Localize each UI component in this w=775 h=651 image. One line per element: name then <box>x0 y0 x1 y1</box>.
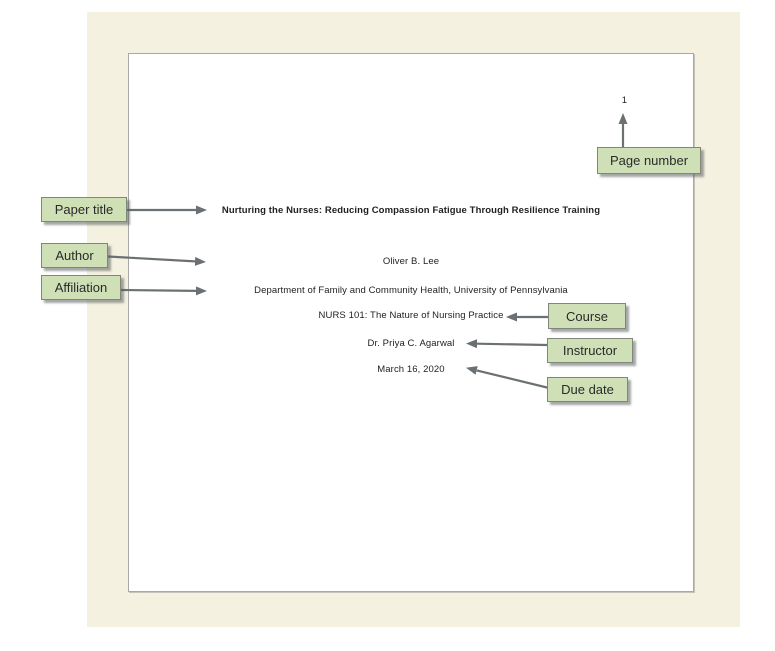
author-text: Oliver B. Lee <box>382 256 440 267</box>
due-date-callout: Due date <box>547 377 628 402</box>
author-callout-label: Author <box>55 248 94 263</box>
instructor-text: Dr. Priya C. Agarwal <box>367 338 455 349</box>
course-callout: Course <box>548 303 626 329</box>
due-date-callout-label: Due date <box>561 382 614 397</box>
instructor-callout-label: Instructor <box>562 343 618 358</box>
page-number-callout-label: Page number <box>609 153 689 168</box>
affiliation-callout-label: Affiliation <box>54 280 108 295</box>
author-callout: Author <box>41 243 108 268</box>
instructor-callout: Instructor <box>547 338 633 363</box>
paper-title-callout-label: Paper title <box>54 202 114 217</box>
paper-title-text: Nurturing the Nurses: Reducing Compassio… <box>221 205 601 216</box>
page-number-callout: Page number <box>597 147 701 174</box>
paper-title-callout: Paper title <box>41 197 127 222</box>
affiliation-text: Department of Family and Community Healt… <box>254 285 568 296</box>
course-text: NURS 101: The Nature of Nursing Practice <box>318 310 504 321</box>
page-number-value: 1 <box>621 95 627 106</box>
affiliation-callout: Affiliation <box>41 275 121 300</box>
course-callout-label: Course <box>566 308 608 324</box>
due-date-text: March 16, 2020 <box>377 364 445 375</box>
